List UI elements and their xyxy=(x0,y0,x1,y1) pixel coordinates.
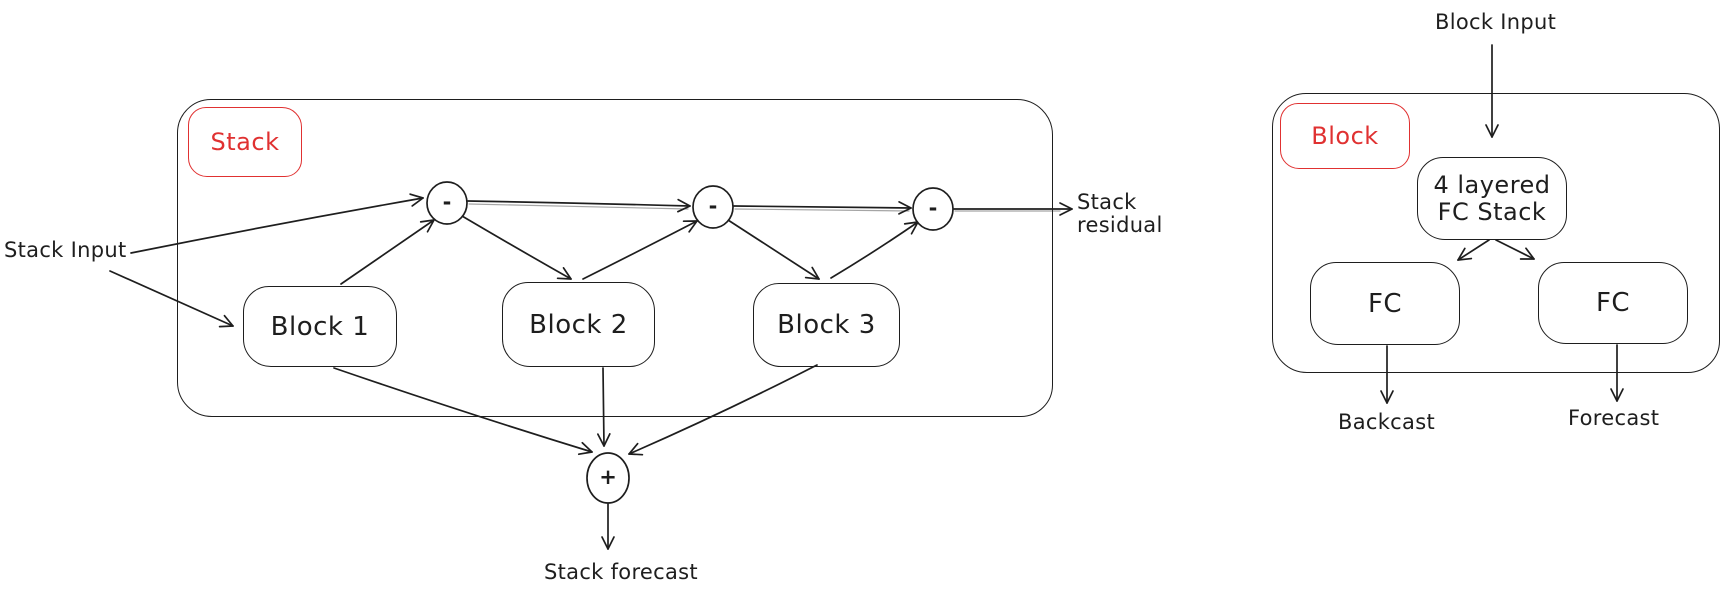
stack-input-label: Stack Input xyxy=(4,238,127,262)
block-input-label: Block Input xyxy=(1435,10,1557,34)
stack-forecast-label: Stack forecast xyxy=(544,560,698,584)
stack-residual-line1: Stack xyxy=(1077,190,1137,214)
sketch-stroke xyxy=(468,203,689,210)
fc-left-label: FC xyxy=(1367,288,1403,319)
forecast-label: Forecast xyxy=(1568,406,1660,430)
fc-stack-label-line2: FC Stack xyxy=(1437,197,1547,226)
stack-container xyxy=(177,99,1053,417)
fc-right-box: FC xyxy=(1538,262,1688,344)
block-3: Block 3 xyxy=(753,283,900,367)
arrow-fc-stack-to-fc-right xyxy=(1495,239,1535,260)
arrow-stack-input-to-sub1 xyxy=(130,193,424,254)
arrow-sub1-to-sub2 xyxy=(467,198,691,213)
subtract-symbol-1: - xyxy=(442,190,452,215)
add-symbol: + xyxy=(599,465,617,490)
block-3-label: Block 3 xyxy=(777,310,876,340)
subtract-node-3 xyxy=(912,187,954,231)
subtract-node-1 xyxy=(426,181,468,225)
block-1: Block 1 xyxy=(243,286,397,367)
arrow-block2-to-add xyxy=(596,367,611,447)
arrow-block2-to-sub2 xyxy=(582,220,698,280)
subtract-symbol-3: - xyxy=(928,196,938,221)
arrow-sub2-to-sub3 xyxy=(733,201,912,215)
stack-tag: Stack xyxy=(188,107,302,177)
sketch-stroke xyxy=(734,208,910,212)
arrow-sub2-to-block3 xyxy=(727,219,820,280)
block-tag: Block xyxy=(1280,103,1410,169)
arrow-block3-to-sub3 xyxy=(830,221,919,279)
block-tag-label: Block xyxy=(1311,122,1379,150)
stack-tag-label: Stack xyxy=(210,128,280,156)
fc-right-label: FC xyxy=(1595,288,1631,318)
arrow-fc-stack-to-fc-left xyxy=(1457,239,1490,261)
block-2: Block 2 xyxy=(502,282,655,367)
backcast-label: Backcast xyxy=(1338,410,1435,434)
arrow-block1-to-sub1 xyxy=(340,219,435,285)
arrow-block3-to-add xyxy=(628,364,818,456)
stack-residual-label: Stack residual xyxy=(1077,191,1163,237)
fc-stack-label: 4 layered FC Stack xyxy=(1433,170,1551,226)
stack-residual-line2: residual xyxy=(1077,213,1163,237)
arrow-stack-input-to-block1 xyxy=(109,270,234,328)
arrow-block1-to-add xyxy=(333,367,593,456)
arrow-sub1-to-block2 xyxy=(461,215,572,280)
subtract-node-2 xyxy=(692,185,734,229)
add-node xyxy=(586,452,630,504)
block-container xyxy=(1272,93,1720,373)
subtract-symbol-2: - xyxy=(708,194,718,219)
fc-stack-label-line1: 4 layered xyxy=(1433,170,1551,199)
fc-left-box: FC xyxy=(1310,262,1460,345)
block-1-label: Block 1 xyxy=(270,311,370,342)
block-2-label: Block 2 xyxy=(529,309,628,340)
fc-stack-box: 4 layered FC Stack xyxy=(1417,157,1567,240)
